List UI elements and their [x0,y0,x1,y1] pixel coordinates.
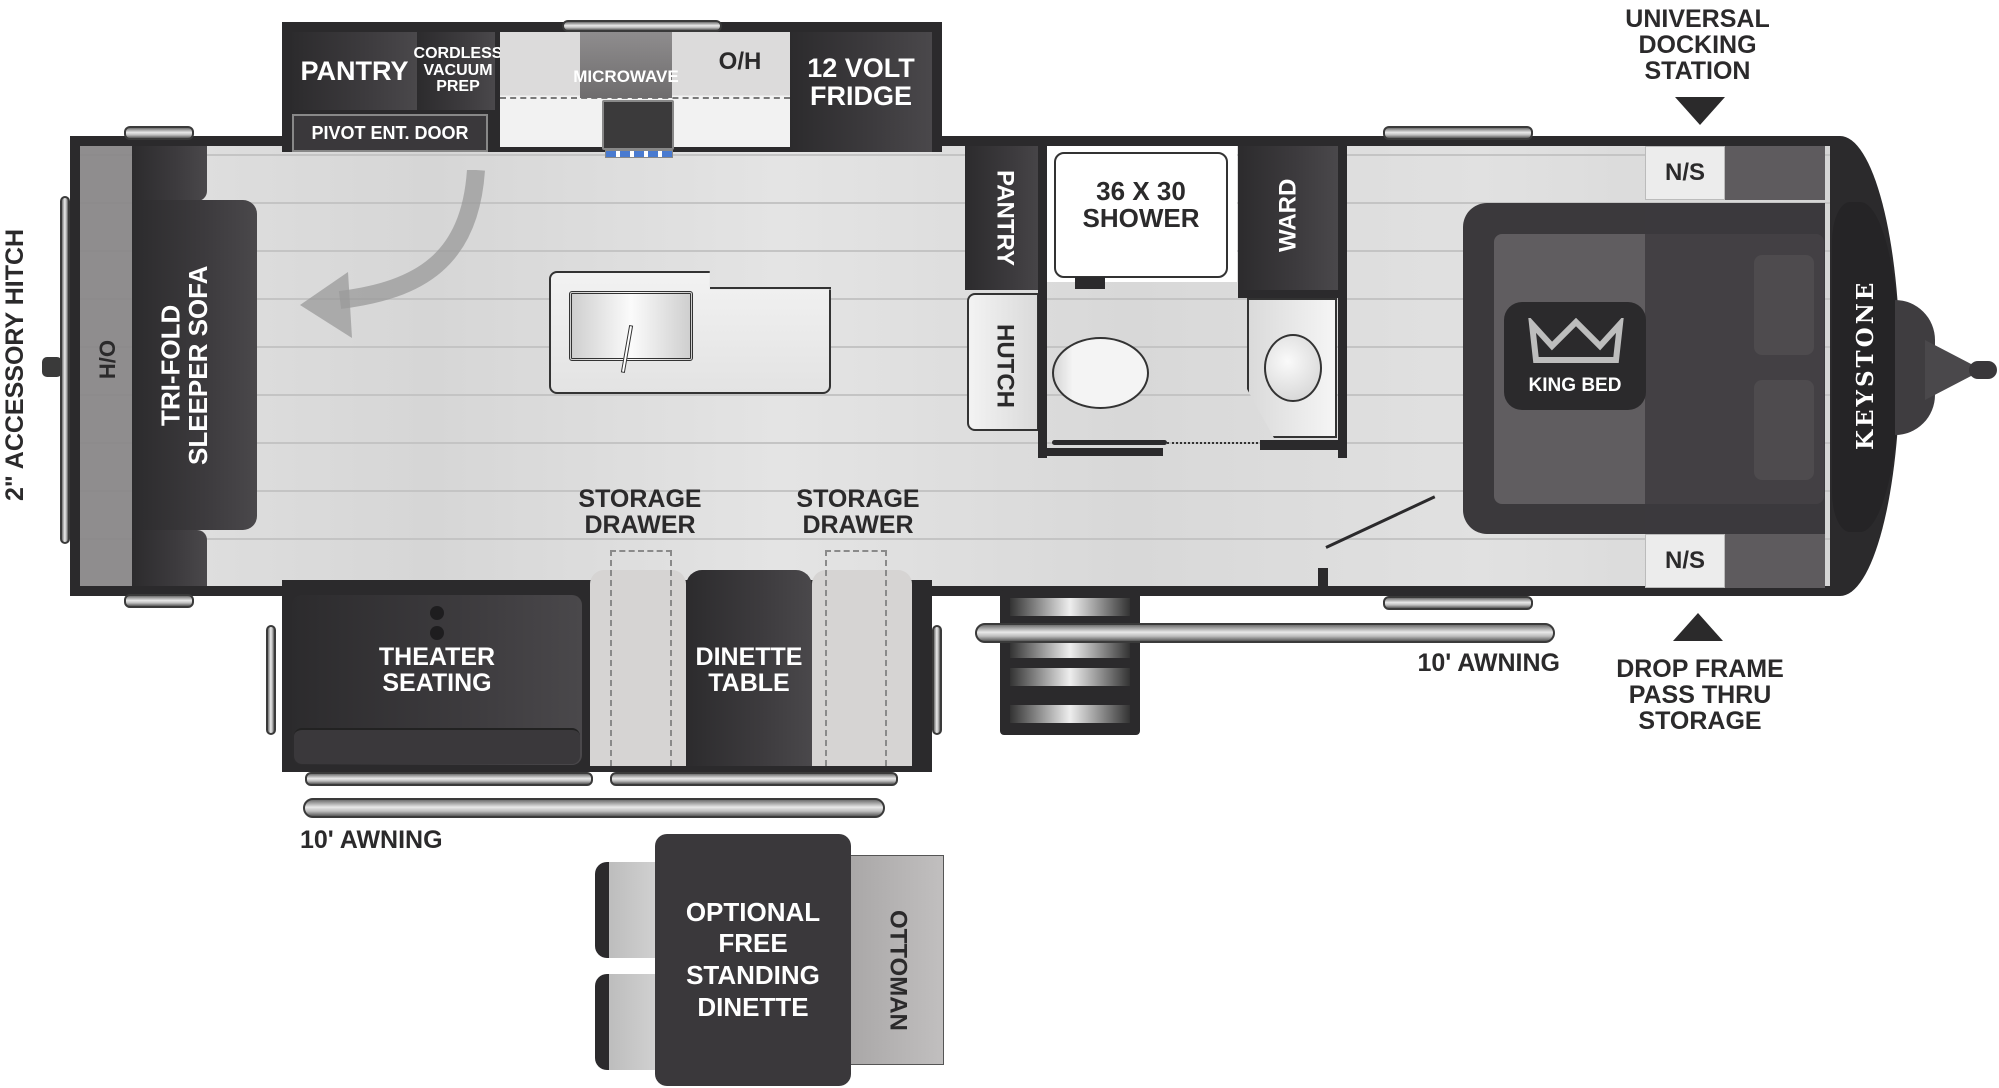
dinette-table[interactable] [686,570,812,766]
tri-fold-sofa[interactable] [132,200,257,530]
rear-overhead [80,146,132,586]
bedroom-wall-stub [1318,568,1328,590]
rear-overhead-label: O/H [94,340,120,380]
bath-wall-right [1338,146,1347,458]
pantry-label: PANTRY [300,55,409,86]
theater-seating-label: THEATER SEATING [378,642,496,697]
keystone-logo: KEYSTONE [1851,279,1879,451]
toilet[interactable] [1052,337,1149,409]
wardrobe[interactable] [1238,146,1338,296]
shower-label: 36 X 30 SHOWER [1082,175,1200,233]
pivot-door-label: PIVOT ENT. DOOR [311,122,469,143]
slide-window-right[interactable] [932,625,942,735]
slide-trim-left [305,772,593,786]
wardrobe-label: WARD [1274,178,1302,252]
drop-frame-label: DROP FRAME PASS THRU STORAGE [1616,654,1784,736]
rear-window-bottom[interactable] [124,594,194,608]
nightstand-bottom-back [1725,534,1825,588]
ottoman-label: OTTOMAN [884,909,912,1031]
kitchen-island-notch [710,287,831,289]
vacuum-prep-label: CORDLESS VACUUM PREP [413,44,503,96]
optional-chair-top[interactable] [595,862,665,958]
nightstand-top-label: N/S [1664,159,1705,187]
accessory-hitch-label: 2" ACCESSORY HITCH [0,228,29,502]
bed-pillow-bottom [1754,380,1814,480]
nightstand-bottom[interactable] [1645,534,1725,588]
cupholder-bottom [430,626,444,640]
microwave[interactable] [580,32,672,98]
slide-window-left[interactable] [266,625,276,735]
storage-drawer-left-outline [610,550,672,766]
bath-pantry-label: PANTRY [991,169,1019,266]
pivot-entry-door[interactable] [292,114,488,152]
range-knobs [605,150,673,158]
dinette-table-label: DINETTE TABLE [695,642,803,697]
optional-dinette-table[interactable] [655,834,851,1086]
storage-drawer-right-label: STORAGE DRAWER [796,484,920,539]
step-4 [1010,705,1130,723]
bath-wall-left [1038,146,1047,458]
optional-chair-bottom[interactable] [595,974,665,1070]
kitchen-overhead-label: O/H [718,48,762,76]
keystone-cap [1832,202,1900,532]
shower-pan [1054,152,1228,278]
crown-icon [1528,318,1624,363]
nightstand-top-back [1725,146,1825,200]
rear-window-top[interactable] [124,126,194,140]
front-window-bottom[interactable] [1383,596,1533,610]
right-awning-label: 10' AWNING [1417,648,1560,677]
overhead-divider [500,97,790,99]
sofa-label: TRI-FOLD SLEEPER SOFA [155,265,213,465]
nightstand-bottom-label: N/S [1664,547,1705,575]
microwave-label: MICROWAVE [573,67,679,87]
nightstand-top[interactable] [1645,146,1725,200]
bed-headboard-overlay [1645,203,1825,534]
king-bed-label: KING BED [1528,375,1622,397]
optional-dinette-label: OPTIONAL FREE STANDING DINETTE [685,896,821,1022]
storage-drawer-right-outline [825,550,887,766]
bath-floor-wall [1038,448,1163,456]
door-swing-arrow-icon [300,170,485,338]
fridge-label: 12 VOLT FRIDGE [807,52,915,111]
vacuum-prep[interactable] [417,32,495,110]
bed-pillow-top [1754,255,1814,355]
slide-trim-right [610,772,898,786]
front-window-top[interactable] [1383,126,1533,140]
bath-wall-stub [1260,440,1338,450]
kitchen-window[interactable] [562,20,722,32]
drop-frame-arrow-icon [1673,613,1723,641]
universal-docking-label: UNIVERSAL DOCKING STATION [1625,4,1770,86]
cupholder-top [430,606,444,620]
step-3 [1010,668,1130,686]
coupler-icon [1925,340,1997,400]
sofa-arm-top [132,146,207,201]
twelve-volt-fridge[interactable] [790,32,932,152]
step-1 [1010,598,1130,616]
range-cooktop[interactable] [602,100,674,150]
right-awning[interactable] [975,623,1555,643]
vanity-wall-top [1238,290,1346,298]
left-awning-label: 10' AWNING [300,825,443,854]
sofa-arm-bottom [132,530,207,586]
step-2 [1010,640,1130,658]
docking-arrow-icon [1675,97,1725,125]
left-awning[interactable] [303,798,885,818]
bathroom-sink[interactable] [1264,334,1322,402]
pantry-cabinet[interactable] [292,32,417,110]
bath-pocket-door[interactable] [1052,440,1167,445]
accessory-hitch-receiver [42,357,62,377]
theater-seat-front [294,728,580,764]
shower[interactable] [1047,146,1237,282]
storage-drawer-left-label: STORAGE DRAWER [578,484,702,539]
ottoman[interactable] [848,855,944,1065]
shower-drain [1075,277,1105,289]
hutch-label: HUTCH [991,323,1019,408]
pocket-door-track [1167,442,1262,444]
bath-pantry[interactable] [965,146,1047,290]
dinette-bench-right[interactable] [812,570,912,766]
